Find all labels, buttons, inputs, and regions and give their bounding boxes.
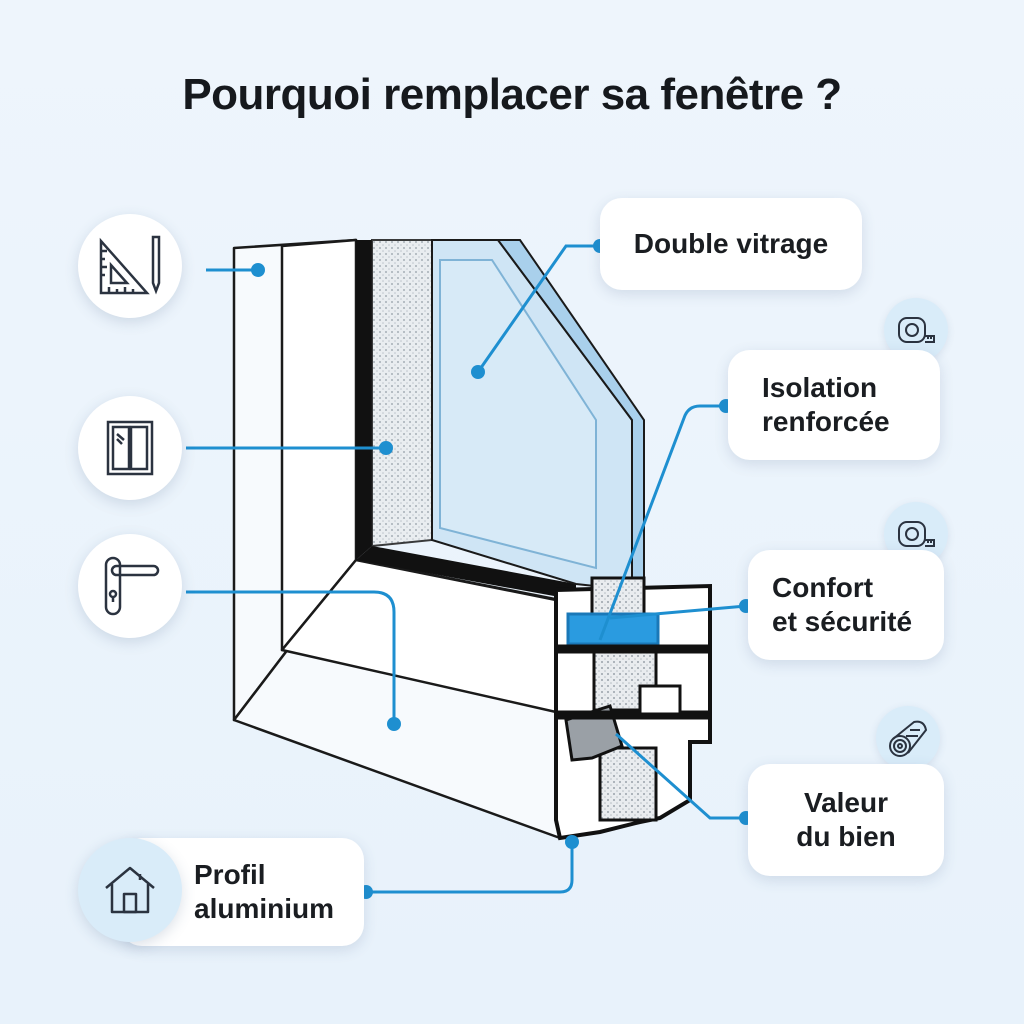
tape-measure-icon	[898, 521, 935, 547]
wood-log-icon	[889, 720, 928, 757]
door-handle-icon-circle	[78, 534, 182, 638]
tape-measure-icon	[898, 317, 935, 343]
wood-log-icon-badge	[876, 706, 940, 770]
window-icon	[106, 420, 154, 476]
page-title: Pourquoi remplacer sa fenêtre ?	[182, 70, 842, 119]
profil-line-1: Profil	[194, 859, 266, 890]
confort-line-1: Confort	[772, 572, 874, 603]
profile-chambers	[554, 576, 712, 822]
callout-lines	[186, 244, 747, 894]
double-vitrage-text: Double vitrage	[633, 228, 829, 259]
isolation-line-2: renforcée	[762, 406, 890, 437]
ruler-pencil-icon	[99, 235, 161, 295]
inner-frame	[356, 240, 576, 600]
label-double-vitrage: Double vitrage	[600, 198, 862, 290]
valeur-line-1: Valeur	[803, 787, 889, 818]
callout-dots	[251, 239, 753, 899]
isolation-line-1: Isolation	[762, 372, 878, 403]
label-confort-securite: Confort et sécurité	[748, 550, 944, 660]
house-icon-circle	[78, 838, 182, 942]
profil-line-2: aluminium	[194, 893, 335, 924]
valeur-line-2: du bien	[796, 821, 896, 852]
door-handle-icon	[104, 556, 160, 616]
ruler-pencil-icon-circle	[78, 214, 182, 318]
house-icon	[105, 866, 155, 914]
window-icon-circle	[78, 396, 182, 500]
label-valeur-bien: Valeur du bien	[748, 764, 944, 876]
confort-line-2: et sécurité	[772, 606, 913, 637]
glass-panes	[371, 239, 645, 594]
label-isolation-renforcee: Isolation renforcée	[728, 350, 940, 460]
